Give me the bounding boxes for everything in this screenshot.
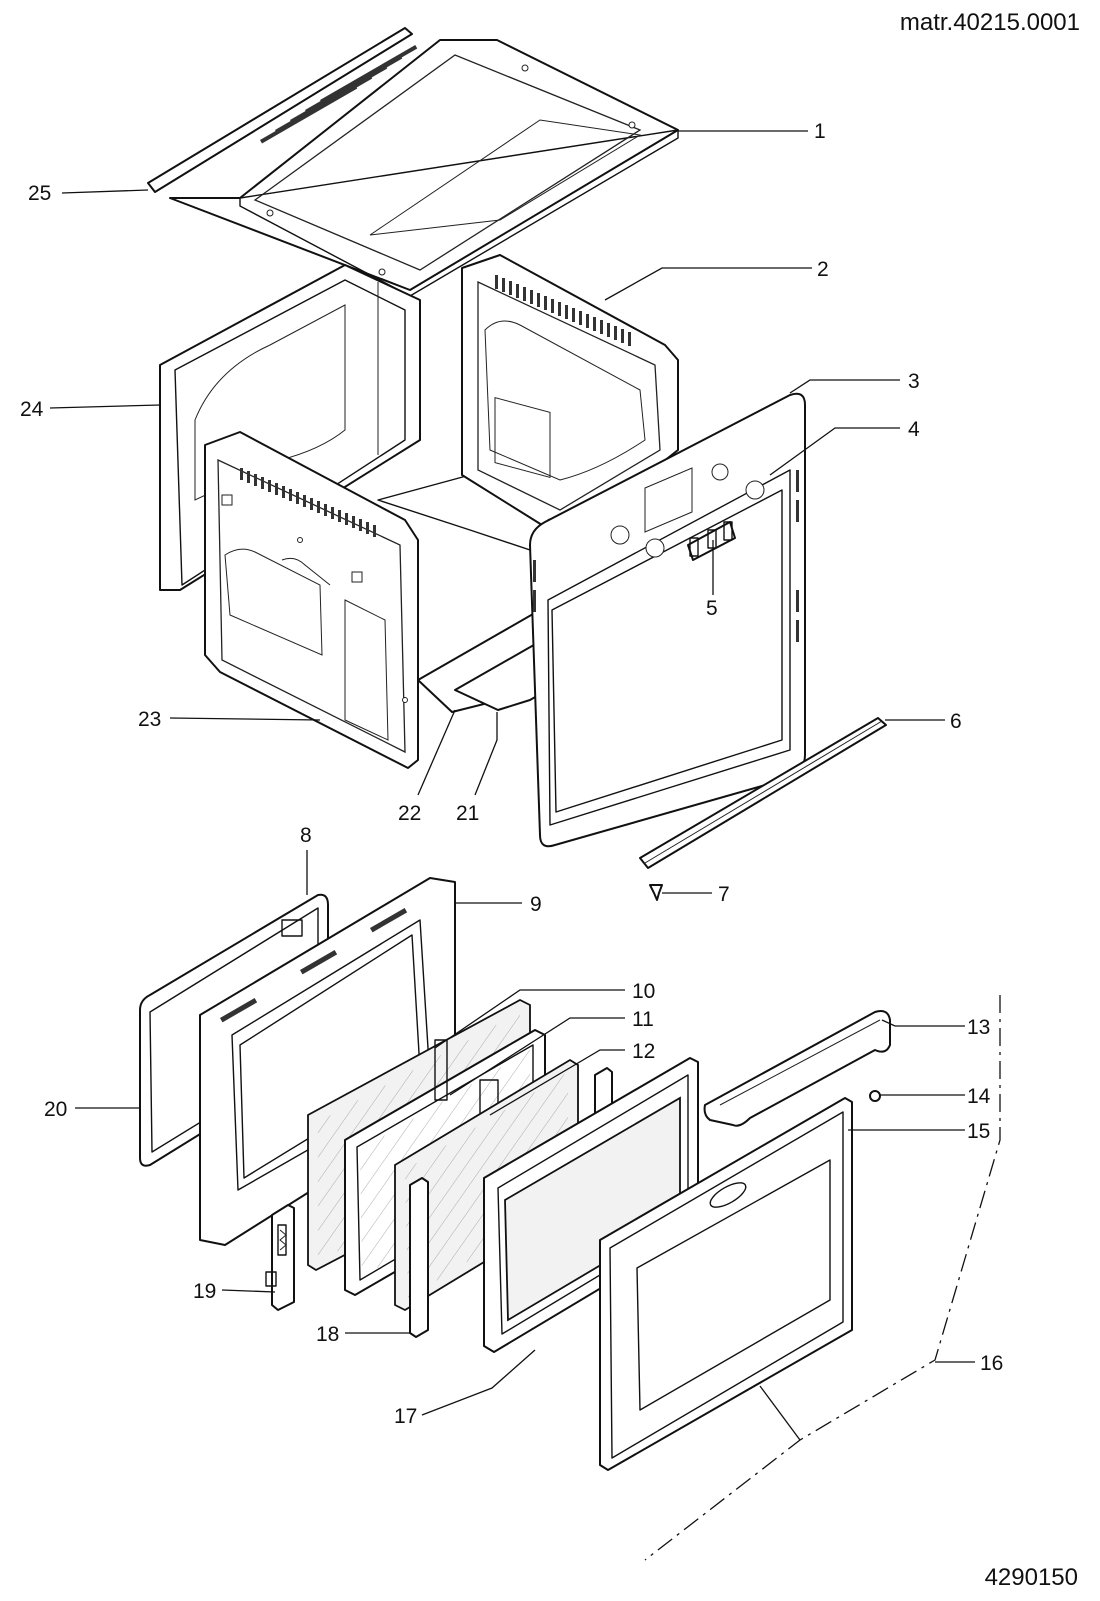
callout-20: 20 <box>44 1098 67 1121</box>
handle-knob <box>869 1090 881 1102</box>
door-handle-bar <box>703 1010 891 1127</box>
right-side-panel <box>461 254 679 531</box>
callout-18: 18 <box>316 1323 339 1346</box>
callout-16: 16 <box>980 1352 1003 1375</box>
callout-19: 19 <box>193 1280 216 1303</box>
front-frame <box>529 392 806 848</box>
callout-6: 6 <box>950 710 962 733</box>
screw <box>649 884 663 901</box>
top-trim-strip <box>147 27 413 193</box>
callout-9: 9 <box>530 893 542 916</box>
callout-7: 7 <box>718 883 730 906</box>
material-code: matr.40215.0001 <box>900 9 1080 36</box>
callout-2: 2 <box>817 258 829 281</box>
callout-24: 24 <box>20 398 44 421</box>
leader-lines <box>49 130 1001 1561</box>
callout-3: 3 <box>908 370 920 393</box>
callout-23: 23 <box>138 708 161 731</box>
callout-25: 25 <box>28 182 51 205</box>
callout-14: 14 <box>967 1085 991 1108</box>
callout-1: 1 <box>814 120 826 143</box>
callout-12: 12 <box>632 1040 655 1063</box>
callout-17: 17 <box>394 1405 417 1428</box>
left-front-side-panel <box>204 431 419 769</box>
callout-4: 4 <box>908 418 920 441</box>
callout-15: 15 <box>967 1120 990 1143</box>
drawing-number: 4290150 <box>985 1564 1078 1591</box>
door-hinge <box>265 1204 295 1311</box>
callout-8: 8 <box>300 824 312 847</box>
callout-10: 10 <box>632 980 655 1003</box>
switch-bracket <box>687 521 736 561</box>
outer-door-panel <box>599 1097 853 1471</box>
callout-labels: 1 2 3 4 5 6 7 8 9 10 11 12 13 14 15 16 1… <box>20 120 1003 1428</box>
callout-21: 21 <box>456 802 479 825</box>
callout-5: 5 <box>706 597 718 620</box>
trim-bar <box>639 717 887 869</box>
top-panel <box>169 39 679 297</box>
callout-22: 22 <box>398 802 421 825</box>
callout-11: 11 <box>632 1008 654 1031</box>
callout-13: 13 <box>967 1016 990 1039</box>
